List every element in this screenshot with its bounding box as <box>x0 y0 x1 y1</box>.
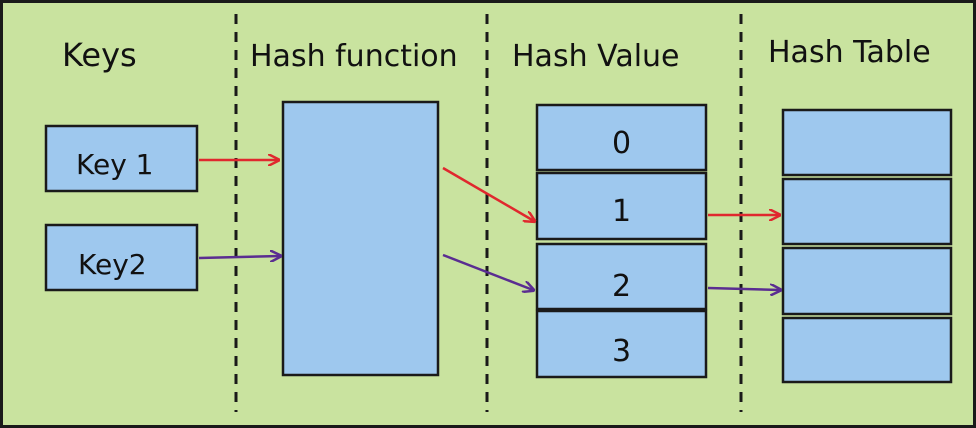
hash-value-label-3: 3 <box>612 334 631 369</box>
hash-function-box <box>281 100 440 377</box>
hash-value-label-1: 1 <box>612 194 631 229</box>
hash-value-cell-2 <box>535 242 708 311</box>
hash-value-label-2: 2 <box>612 269 631 304</box>
hash-value-cell-3 <box>535 309 708 379</box>
key-box-2 <box>44 223 199 292</box>
header-hash-function: Hash function <box>250 39 458 74</box>
key-label-1: Key 1 <box>76 148 153 181</box>
key-label-2: Key2 <box>78 248 147 281</box>
hash-value-label-0: 0 <box>612 126 631 161</box>
arrow-key2-to-hash-function <box>198 256 280 258</box>
hash-table-slot-1 <box>781 177 953 246</box>
arrow-hash-function-to-value-2 <box>442 253 533 290</box>
arrow-value-2-to-slot-2 <box>707 288 780 290</box>
arrow-hash-function-to-value-1 <box>442 166 534 221</box>
key-box-1 <box>44 124 199 193</box>
header-keys: Keys <box>62 36 137 74</box>
header-hash-value: Hash Value <box>512 39 680 74</box>
hash-table-slot-0 <box>781 108 953 177</box>
hash-table-slot-2 <box>781 246 953 316</box>
hash-value-cell-1 <box>535 171 708 241</box>
hash-value-cell-0 <box>535 103 708 172</box>
header-hash-table: Hash Table <box>768 35 931 70</box>
hash-table-slot-3 <box>781 316 953 384</box>
